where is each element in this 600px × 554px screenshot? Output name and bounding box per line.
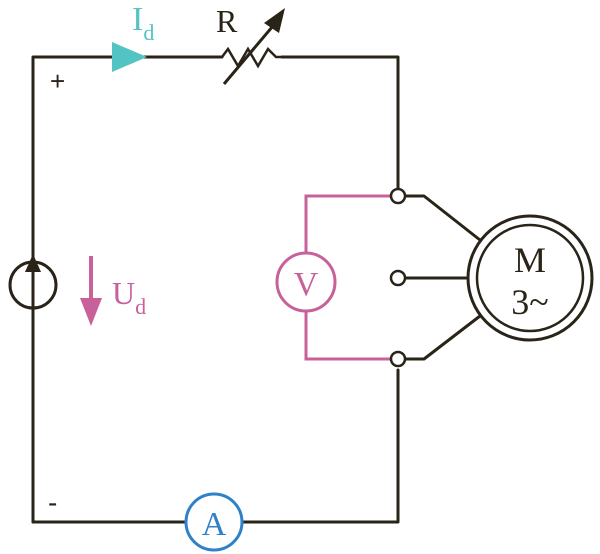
top-right-wire	[280, 55, 400, 192]
minus-sign: -	[48, 487, 57, 518]
terminal-top	[389, 187, 407, 205]
resistor-label: R	[216, 3, 238, 39]
voltage-arrow-icon	[80, 256, 102, 326]
top-left-wire	[31, 55, 224, 524]
ammeter-icon	[184, 492, 244, 552]
current-arrow-icon	[112, 42, 147, 72]
three-phase-motor-icon	[466, 214, 594, 342]
motor-label-m: M	[514, 240, 546, 280]
terminal-middle	[389, 269, 407, 287]
ammeter-label: A	[202, 506, 227, 543]
variable-resistor-icon	[221, 19, 282, 85]
current-label: Id	[132, 1, 154, 45]
current-source-icon	[8, 254, 58, 310]
plus-sign: +	[50, 66, 65, 96]
motor-terminals	[389, 187, 407, 368]
circuit-wires	[31, 55, 400, 524]
voltmeter-label: V	[294, 266, 319, 303]
resistor-adjust-arrowhead	[264, 8, 285, 33]
voltmeter-wires	[304, 194, 391, 361]
right-lower-wire	[242, 368, 400, 524]
motor-leads	[405, 194, 481, 361]
motor-label-phase: 3~	[511, 282, 548, 322]
voltage-label: Ud	[112, 275, 146, 319]
terminal-bottom	[389, 350, 407, 368]
voltmeter-icon	[275, 251, 337, 313]
